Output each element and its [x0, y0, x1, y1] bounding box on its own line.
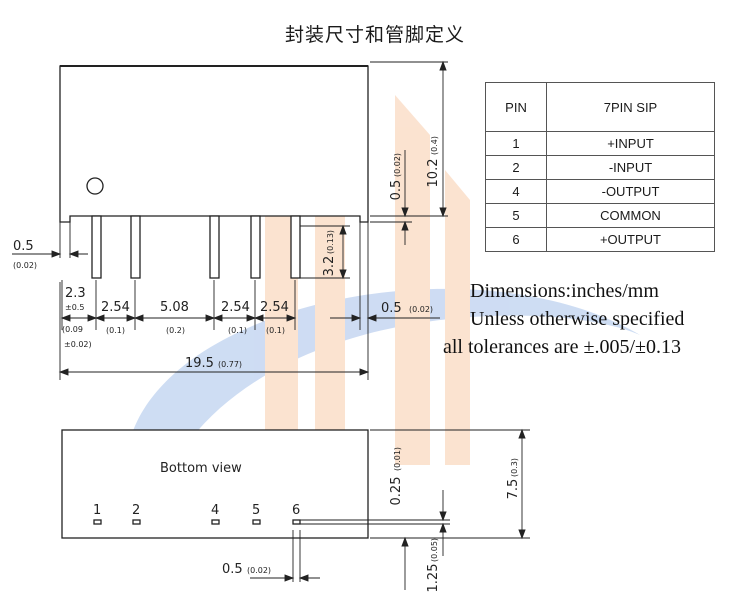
dim-first-pin-in-tol: ±0.02)	[64, 340, 92, 349]
bottom-pin-1	[93, 519, 102, 525]
bottom-pin-2	[132, 519, 141, 525]
bottom-pin-labels: 1 2 4 5 6	[93, 503, 300, 518]
front-pin-5	[250, 215, 261, 279]
table-header-pin: PIN	[485, 82, 547, 132]
table-row: 1 +INPUT	[485, 131, 715, 156]
bottom-view	[61, 429, 369, 539]
watermark-swoosh	[130, 288, 640, 440]
dim-first-pin-in: (0.09	[62, 325, 83, 334]
table-cell-function: +INPUT	[546, 131, 715, 156]
dim-width: 7.5	[506, 479, 521, 500]
pin-definition-table: PIN 7PIN SIP 1 +INPUT 2 -INPUT 4 -OUTPUT…	[485, 82, 715, 252]
table-header-row: PIN 7PIN SIP	[485, 82, 715, 132]
note-unless: Unless otherwise specified	[470, 308, 685, 330]
dim-pitch-3-in: (0.1)	[228, 326, 247, 335]
front-dimension-lines	[12, 60, 448, 380]
dim-first-pin: 2.3	[65, 286, 86, 301]
page-title: 封装尺寸和管脚定义	[284, 24, 465, 46]
dim-pin-depth: 1.25	[426, 564, 441, 593]
dim-width-in: (0.3)	[510, 458, 519, 477]
table-row: 6 +OUTPUT	[485, 227, 715, 252]
table-cell-pin: 6	[485, 227, 547, 252]
front-pin-2	[130, 215, 141, 279]
table-cell-pin: 2	[485, 155, 547, 180]
dim-right-gap: 0.5	[381, 301, 402, 316]
bottom-pin-4	[211, 519, 220, 525]
table-row: 4 -OUTPUT	[485, 179, 715, 204]
dim-pin-offset: 0.25	[389, 477, 404, 506]
table-cell-function: -OUTPUT	[546, 179, 715, 204]
dim-pin-depth-in: (0.05)	[430, 538, 439, 562]
bottom-pin-label-4: 4	[211, 503, 219, 518]
bottom-pin-label-1: 1	[93, 503, 101, 518]
front-view	[59, 65, 369, 279]
bottom-dimension-labels: 0.25 (0.01) 7.5 (0.3) 0.5 (0.02) 1.25 (0…	[222, 447, 521, 593]
table-cell-pin: 5	[485, 203, 547, 228]
dim-pitch-2: 5.08	[160, 300, 189, 315]
dim-length-in: (0.77)	[218, 360, 242, 369]
dim-standoff: 0.5	[389, 180, 404, 201]
table-cell-pin: 4	[485, 179, 547, 204]
dim-pin-width-in: (0.02)	[247, 566, 271, 575]
dim-pin-width: 0.5	[222, 562, 243, 577]
front-pin-6	[290, 215, 301, 279]
note-dimensions: Dimensions:inches/mm	[470, 280, 659, 302]
watermark-bar-4	[445, 170, 470, 465]
dim-pitch-4: 2.54	[260, 300, 289, 315]
dim-pitch-1: 2.54	[101, 300, 130, 315]
bottom-view-label: Bottom view	[160, 461, 242, 476]
dim-pin-length-in: (0.13)	[326, 230, 335, 254]
table-cell-function: -INPUT	[546, 155, 715, 180]
bottom-pin-6	[292, 519, 301, 525]
dim-standoff-in: (0.02)	[393, 153, 402, 177]
table-cell-function: COMMON	[546, 203, 715, 228]
dim-pitch-3: 2.54	[221, 300, 250, 315]
bottom-pin-label-5: 5	[252, 503, 260, 518]
dim-pin-offset-in: (0.01)	[393, 447, 402, 471]
front-pin-4	[209, 215, 220, 279]
dim-height: 10.2	[426, 159, 441, 188]
dim-pitch-4-in: (0.1)	[266, 326, 285, 335]
dim-pin-length: 3.2	[322, 256, 337, 277]
bottom-dimension-lines	[250, 428, 530, 590]
front-body-outline	[59, 65, 369, 223]
dim-right-gap-in: (0.02)	[409, 305, 433, 314]
table-row: 2 -INPUT	[485, 155, 715, 180]
table-header-package: 7PIN SIP	[546, 82, 715, 132]
bottom-pin-label-6: 6	[292, 503, 300, 518]
pin1-marker	[86, 177, 104, 195]
dim-length: 19.5	[185, 356, 214, 371]
watermark-bar-3	[395, 95, 430, 465]
dim-left-gap-in: (0.02)	[13, 261, 37, 270]
dim-pitch-1-in: (0.1)	[106, 326, 125, 335]
table-row: 5 COMMON	[485, 203, 715, 228]
bottom-pin-label-2: 2	[132, 503, 140, 518]
table-cell-function: +OUTPUT	[546, 227, 715, 252]
bottom-pin-5	[252, 519, 261, 525]
dim-left-gap: 0.5	[13, 239, 34, 254]
front-dimension-labels: 10.2 (0.4) 0.5 (0.02) 3.2 (0.13) 0.5 (0.…	[13, 136, 441, 371]
dim-pitch-2-in: (0.2)	[166, 326, 185, 335]
dim-first-pin-tol: ±0.5	[65, 303, 84, 312]
note-tolerances: all tolerances are ±.005/±0.13	[443, 336, 681, 358]
front-pin-1	[91, 215, 102, 279]
dim-height-in: (0.4)	[430, 136, 439, 155]
table-cell-pin: 1	[485, 131, 547, 156]
